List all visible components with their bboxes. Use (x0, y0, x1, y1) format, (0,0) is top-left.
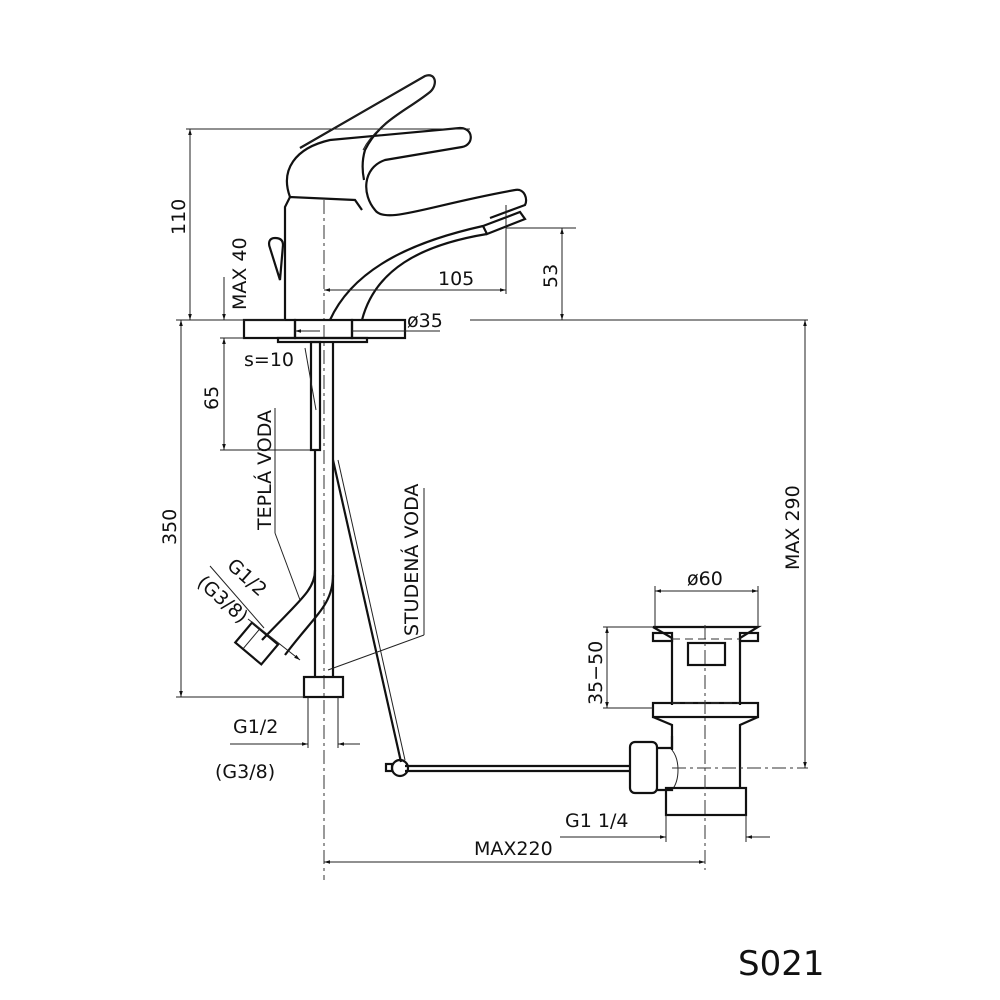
dim-max40-label: MAX 40 (229, 237, 251, 310)
dim-105-label: 105 (438, 268, 474, 290)
dim-53-label: 53 (540, 264, 562, 288)
cold-water-label: STUDENÁ VODA (400, 484, 423, 636)
supply-hoses (233, 340, 345, 699)
drain-thread-label: G1 1/4 (565, 810, 628, 832)
bottom-thread-alt-label: (G3/8) (215, 761, 275, 783)
drain-diameter-label: ø60 (687, 568, 723, 590)
drain-range-label: 35−50 (585, 641, 607, 705)
dimension-lines (176, 128, 808, 864)
dim-110-label: 110 (168, 199, 190, 235)
faucet-body (267, 74, 528, 321)
dim-max290-label: MAX 290 (782, 485, 804, 570)
hot-water-label: TEPLÁ VODA (253, 410, 276, 531)
dim-hole-diameter-label: ø35 (407, 310, 443, 332)
bottom-thread-label: G1/2 (233, 716, 278, 738)
pop-up-drain (331, 459, 808, 870)
dim-350-label: 350 (159, 509, 181, 545)
dim-max220-label: MAX220 (474, 838, 553, 860)
dim-thickness-label: s=10 (244, 349, 294, 371)
drawing-code: S021 (738, 944, 824, 984)
dim-65-label: 65 (201, 386, 223, 410)
